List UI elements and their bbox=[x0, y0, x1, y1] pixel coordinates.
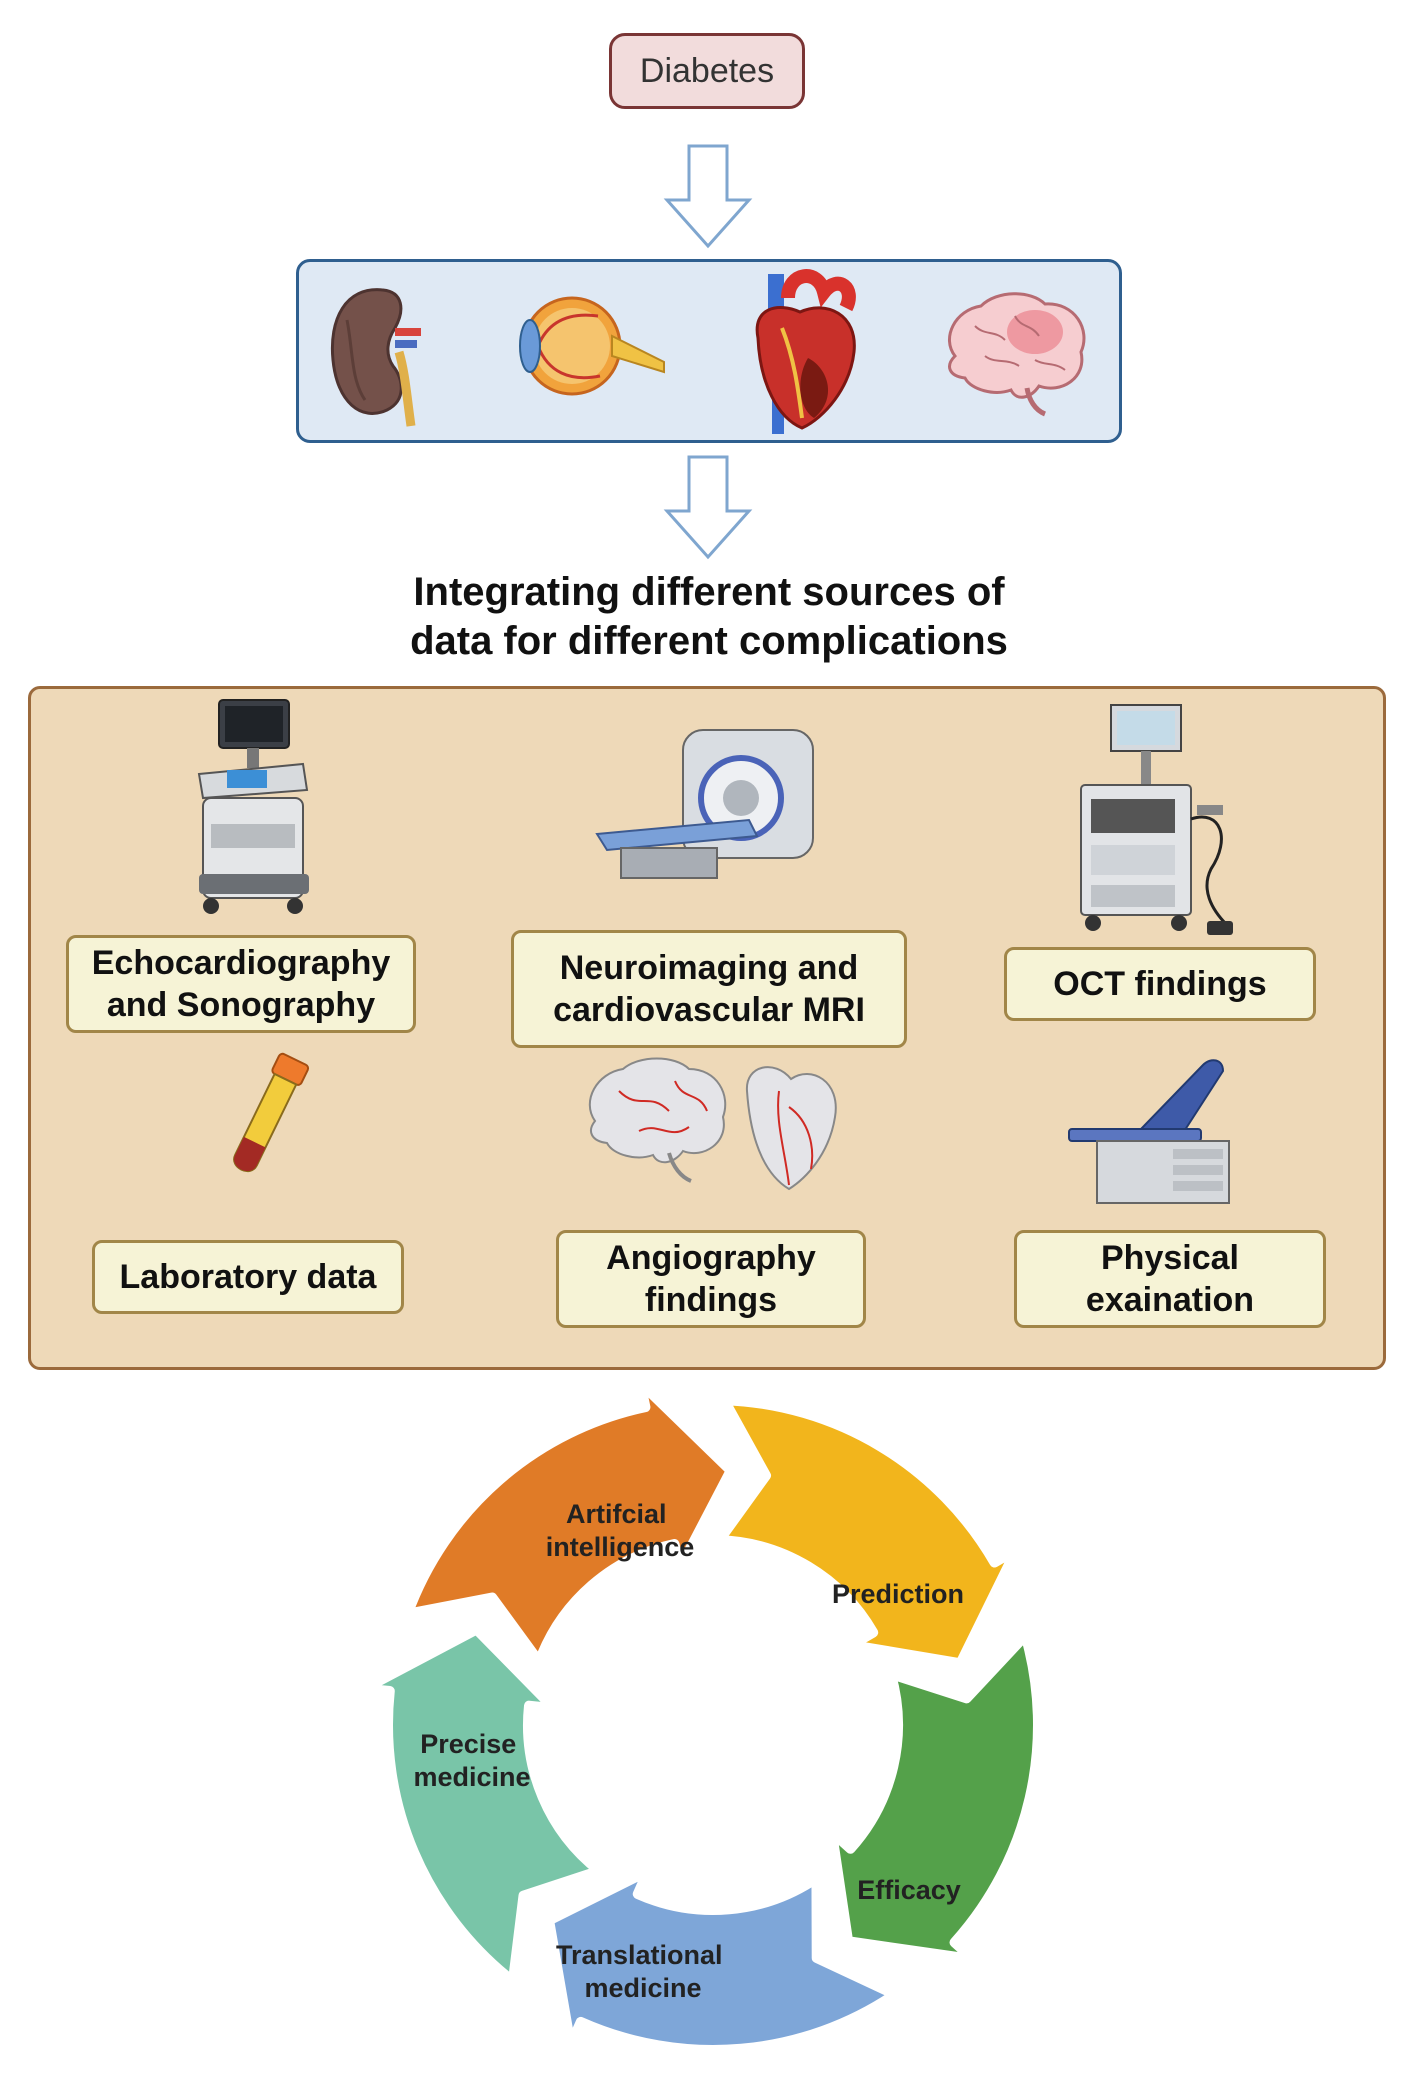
eye-icon bbox=[519, 296, 665, 396]
cycle-label-ai: Artifcial intelligence bbox=[546, 1499, 695, 1562]
oct-device-icon bbox=[1080, 704, 1233, 935]
label-physical-examination: Physical exaination bbox=[1014, 1230, 1326, 1328]
label-laboratory-data: Laboratory data bbox=[92, 1240, 404, 1314]
cycle-arrow-prediction bbox=[714, 1395, 1022, 1669]
section-heading: Integrating different sources of data fo… bbox=[300, 568, 1118, 666]
cycle-arrow-precise bbox=[359, 1624, 605, 1987]
kidney-icon bbox=[330, 288, 421, 427]
physical-line1: Physical bbox=[1101, 1239, 1239, 1277]
diabetes-box: Diabetes bbox=[609, 33, 805, 109]
heading-line1: Integrating different sources of bbox=[413, 570, 1005, 614]
cycle-arrow-translational bbox=[544, 1866, 900, 2055]
test-tube-icon bbox=[233, 1052, 310, 1172]
data-sources-panel: Echocardiography and Sonography Neuroimag… bbox=[28, 686, 1386, 1370]
exam-table-icon bbox=[1068, 1059, 1230, 1204]
heart-icon bbox=[755, 269, 856, 434]
brain-icon bbox=[948, 292, 1086, 417]
neuro-line1: Neuroimaging and bbox=[559, 949, 859, 987]
cycle-label-efficacy: Efficacy bbox=[857, 1875, 961, 1905]
echo-line1: Echocardiography bbox=[91, 944, 391, 982]
label-neuroimaging: Neuroimaging and cardiovascular MRI bbox=[511, 930, 907, 1048]
angio-line1: Angiography bbox=[606, 1239, 816, 1277]
lab-label: Laboratory data bbox=[119, 1258, 377, 1296]
cycle-arrow-efficacy bbox=[826, 1630, 1043, 1965]
cycle-label-translational: Translational medicine bbox=[556, 1940, 730, 2003]
angiography-organs-icon bbox=[588, 1057, 837, 1191]
cycle-label-prediction: Prediction bbox=[832, 1579, 964, 1609]
ultrasound-machine-icon bbox=[197, 699, 309, 914]
label-angiography: Angiography findings bbox=[556, 1230, 866, 1328]
neuro-line2: cardiovascular MRI bbox=[553, 991, 865, 1029]
cycle-label-precise: Precise medicine bbox=[413, 1729, 530, 1792]
label-echocardiography: Echocardiography and Sonography bbox=[66, 935, 416, 1033]
oct-label: OCT findings bbox=[1053, 965, 1267, 1003]
label-oct-findings: OCT findings bbox=[1004, 947, 1316, 1021]
physical-line2: exaination bbox=[1085, 1281, 1255, 1319]
cycle-arrow-ai bbox=[402, 1377, 736, 1667]
echo-line2: and Sonography bbox=[106, 986, 376, 1024]
diabetes-label: Diabetes bbox=[639, 51, 775, 90]
down-arrow-icon bbox=[663, 144, 753, 249]
down-arrow-icon bbox=[663, 455, 753, 560]
angio-line2: findings bbox=[644, 1281, 778, 1319]
heading-line2: data for different complications bbox=[410, 619, 1008, 663]
mri-scanner-icon bbox=[595, 729, 814, 879]
